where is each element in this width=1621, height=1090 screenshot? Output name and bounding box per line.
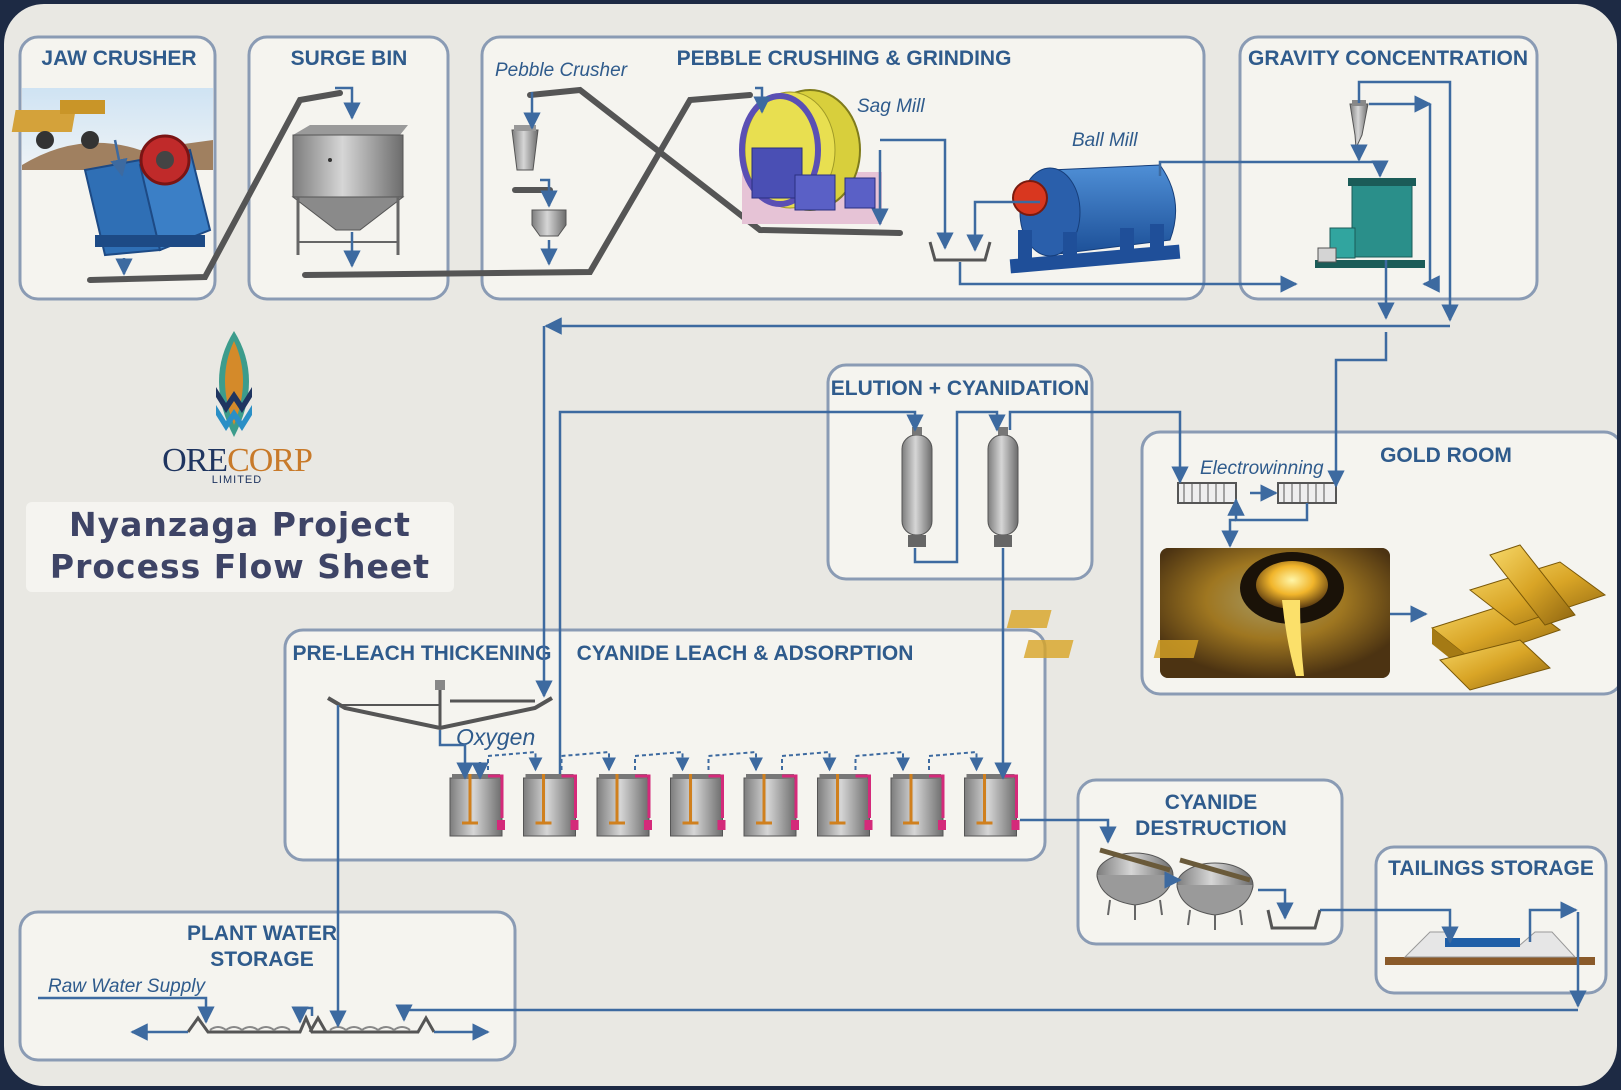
gold-bars-image [1430, 544, 1607, 691]
raw-water-label: Raw Water Supply [48, 976, 206, 997]
leach-tank-2 [523, 774, 579, 837]
orecorp-limited: LIMITED [211, 474, 263, 486]
cyanide-destruction-title-1: CYANIDE [1165, 791, 1258, 814]
box-gravity-concentration: GRAVITY CONCENTRATION [1238, 35, 1539, 301]
gold-pour-image [1006, 548, 1390, 678]
pebble-crushing-title: PEBBLE CRUSHING & GRINDING [677, 47, 1012, 70]
detox-tank-2 [1176, 857, 1254, 930]
leach-tank-3 [596, 774, 652, 837]
flow-lines [38, 80, 1587, 1041]
elution-column-2 [987, 427, 1019, 547]
gravity-image [1315, 100, 1425, 268]
jaw-crusher-machine-icon [83, 134, 212, 257]
leach-tank-1 [449, 774, 505, 837]
carbon-transfer-line-4 [707, 750, 763, 772]
gravity-title: GRAVITY CONCENTRATION [1248, 47, 1528, 70]
pre-leach-title: PRE-LEACH THICKENING [292, 642, 551, 665]
box-elution-cyanidation: ELUTION + CYANIDATION [826, 363, 1094, 581]
conveyor-jaw-to-bin [87, 90, 343, 283]
leach-tank-5 [743, 774, 799, 837]
pebble-crusher-label: Pebble Crusher [495, 60, 628, 81]
haul-truck-icon [11, 100, 105, 149]
plant-water-title-2: STORAGE [210, 948, 313, 971]
sag-mill-image [739, 89, 882, 224]
cyanide-leach-title: CYANIDE LEACH & ADSORPTION [577, 642, 914, 665]
detox-tank-1 [1096, 847, 1174, 920]
cyanide-destruction-title-2: DESTRUCTION [1135, 817, 1287, 840]
carbon-transfer-line-6 [854, 750, 910, 772]
ball-mill-label: Ball Mill [1072, 130, 1138, 151]
project-title-line-2: Process Flow Sheet [49, 547, 431, 586]
orecorp-logo-icon [216, 331, 252, 437]
flow-diagram: JAW CRUSHER SURGE BIN PEBBLE CRUSHING & … [11, 35, 1617, 1062]
carbon-transfer-line-5 [781, 750, 837, 772]
ball-mill-image [1009, 164, 1181, 274]
surge-bin-image [291, 125, 408, 255]
jaw-crusher-title: JAW CRUSHER [41, 47, 196, 70]
leach-tank-7 [890, 774, 946, 837]
sag-mill-label: Sag Mill [857, 96, 925, 117]
box-tailings-storage: TAILINGS STORAGE [1374, 845, 1608, 995]
conveyors [87, 86, 903, 283]
electrowinning-cell-2 [1277, 482, 1337, 504]
plant-water-title-1: PLANT WATER [187, 922, 337, 945]
conveyor-bin-to-sag [302, 92, 753, 278]
oxygen-label: Oxygen [456, 724, 535, 750]
tailings-title: TAILINGS STORAGE [1388, 857, 1594, 880]
detox-sump-icon [1266, 909, 1322, 930]
box-plant-water-storage: PLANT WATER STORAGE [18, 910, 517, 1062]
project-title-line-1: Nyanzaga Project [69, 505, 411, 544]
carbon-transfer-line-3 [634, 750, 690, 772]
leach-tanks [449, 750, 1020, 837]
jaw-crusher-image [11, 88, 213, 257]
leach-tank-8 [964, 774, 1020, 837]
elution-title: ELUTION + CYANIDATION [831, 377, 1089, 400]
thickener-image [326, 680, 554, 731]
electrowinning-cell-1 [1177, 482, 1237, 504]
project-title-panel: Nyanzaga Project Process Flow Sheet [26, 502, 454, 592]
carbon-transfer-line-2 [560, 750, 616, 772]
leach-tank-4 [670, 774, 726, 837]
elution-column-1 [901, 427, 933, 547]
electrowinning-label: Electrowinning [1200, 458, 1324, 479]
mill-sump-icon [928, 241, 992, 262]
gold-room-title: GOLD ROOM [1380, 444, 1512, 467]
leach-tank-6 [817, 774, 873, 837]
conveyor-pebble [527, 86, 903, 236]
surge-bin-title: SURGE BIN [291, 47, 408, 70]
orecorp-wordmark: ORECORP [162, 442, 313, 479]
carbon-transfer-line-7 [928, 750, 984, 772]
process-flow-sheet: JAW CRUSHER SURGE BIN PEBBLE CRUSHING & … [4, 4, 1617, 1086]
